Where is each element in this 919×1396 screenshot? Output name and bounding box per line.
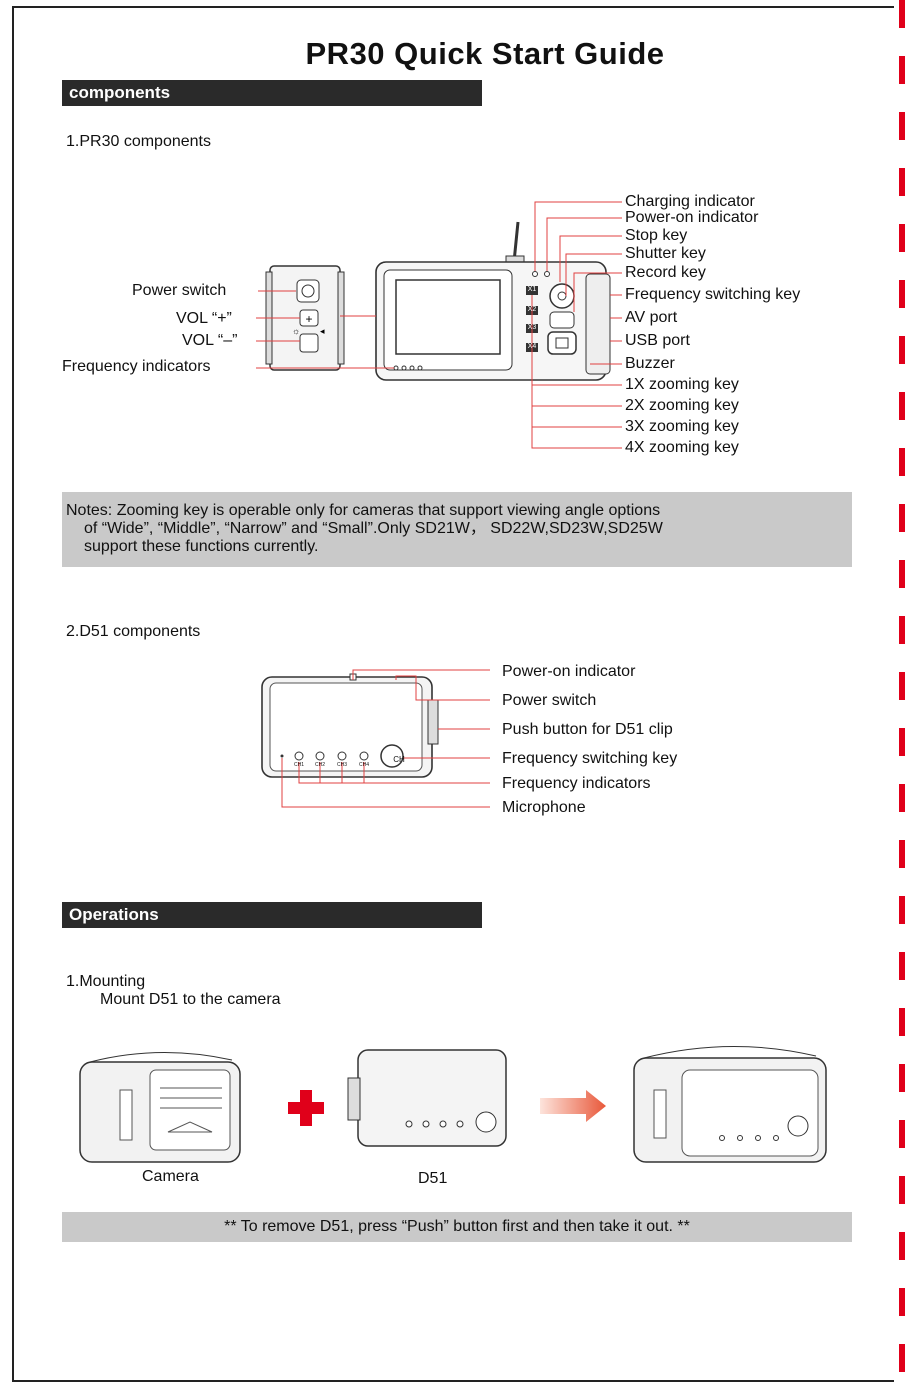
zoom-mark-2: X2 xyxy=(527,306,537,313)
label-3x-zoom: 3X zooming key xyxy=(625,418,739,435)
label-buzzer: Buzzer xyxy=(625,355,675,372)
combined-illustration xyxy=(633,1046,827,1163)
remove-note: ** To remove D51, press “Push” button fi… xyxy=(62,1212,852,1242)
caption-camera: Camera xyxy=(142,1168,199,1185)
d51-label-power-switch: Power switch xyxy=(502,692,597,709)
label-vol-minus: VOL “–” xyxy=(182,332,238,349)
d51-ch4-mark: CH4 xyxy=(358,762,369,768)
section-operations: Operations xyxy=(62,902,482,928)
d51-device xyxy=(261,673,439,778)
pr30-front-view xyxy=(375,221,611,381)
label-4x-zoom: 4X zooming key xyxy=(625,439,739,456)
d51-label-frequency-switching-key: Frequency switching key xyxy=(502,750,678,767)
d51-illustration xyxy=(347,1049,507,1147)
camera-illustration xyxy=(79,1051,241,1163)
label-vol-plus: VOL “+” xyxy=(176,310,232,327)
zoom-mark-3: X3 xyxy=(527,324,537,331)
label-charging-indicator: Charging indicator xyxy=(625,193,755,210)
d51-label-push-button: Push button for D51 clip xyxy=(502,721,673,738)
note-line-2: of “Wide”, “Middle”, “Narrow” and “Small… xyxy=(84,520,663,537)
zoom-notes: Notes: Zooming key is operable only for … xyxy=(62,492,852,567)
label-shutter-key: Shutter key xyxy=(625,245,706,262)
d51-label-power-on-indicator: Power-on indicator xyxy=(502,663,636,680)
label-power-on-indicator: Power-on indicator xyxy=(625,209,759,226)
d51-leaders xyxy=(281,669,490,808)
pr30-left-leaders xyxy=(256,290,394,369)
label-stop-key: Stop key xyxy=(625,227,688,244)
label-power-switch: Power switch xyxy=(132,282,227,299)
cut-line xyxy=(899,0,905,1396)
pr30-heading: 1.PR30 components xyxy=(66,133,211,150)
svg-text:+: + xyxy=(305,312,312,326)
label-usb-port: USB port xyxy=(625,332,690,349)
page-border xyxy=(12,6,894,1382)
label-2x-zoom: 2X zooming key xyxy=(625,397,739,414)
d51-heading: 2.D51 components xyxy=(66,623,201,640)
label-frequency-indicators: Frequency indicators xyxy=(62,358,211,375)
d51-ch1-mark: CH1 xyxy=(293,762,304,768)
svg-text:☼: ☼ xyxy=(292,326,300,336)
d51-label-microphone: Microphone xyxy=(502,799,586,816)
zoom-mark-1: X1 xyxy=(527,286,537,293)
plus-icon xyxy=(288,1090,324,1126)
zoom-mark-4: X4 xyxy=(527,343,537,350)
arrow-icon xyxy=(540,1090,606,1122)
label-1x-zoom: 1X zooming key xyxy=(625,376,739,393)
section-components: components xyxy=(62,80,482,106)
d51-ch2-mark: CH2 xyxy=(314,762,325,768)
mounting-heading: 1.Mounting xyxy=(66,973,146,990)
d51-ch3-mark: CH3 xyxy=(336,762,347,768)
mounting-detail: Mount D51 to the camera xyxy=(100,991,281,1008)
d51-label-frequency-indicators: Frequency indicators xyxy=(502,775,651,792)
label-av-port: AV port xyxy=(625,309,678,326)
svg-text:◂: ◂ xyxy=(320,326,325,336)
d51-ch-button-mark: CH xyxy=(393,755,405,764)
pr30-right-leaders xyxy=(531,201,622,449)
note-line-1: Notes: Zooming key is operable only for … xyxy=(66,502,661,519)
caption-d51: D51 xyxy=(418,1170,448,1187)
label-record-key: Record key xyxy=(625,264,706,281)
note-line-3: support these functions currently. xyxy=(84,538,319,555)
page-title: PR30 Quick Start Guide xyxy=(305,36,665,71)
label-frequency-switching-key: Frequency switching key xyxy=(625,286,801,303)
